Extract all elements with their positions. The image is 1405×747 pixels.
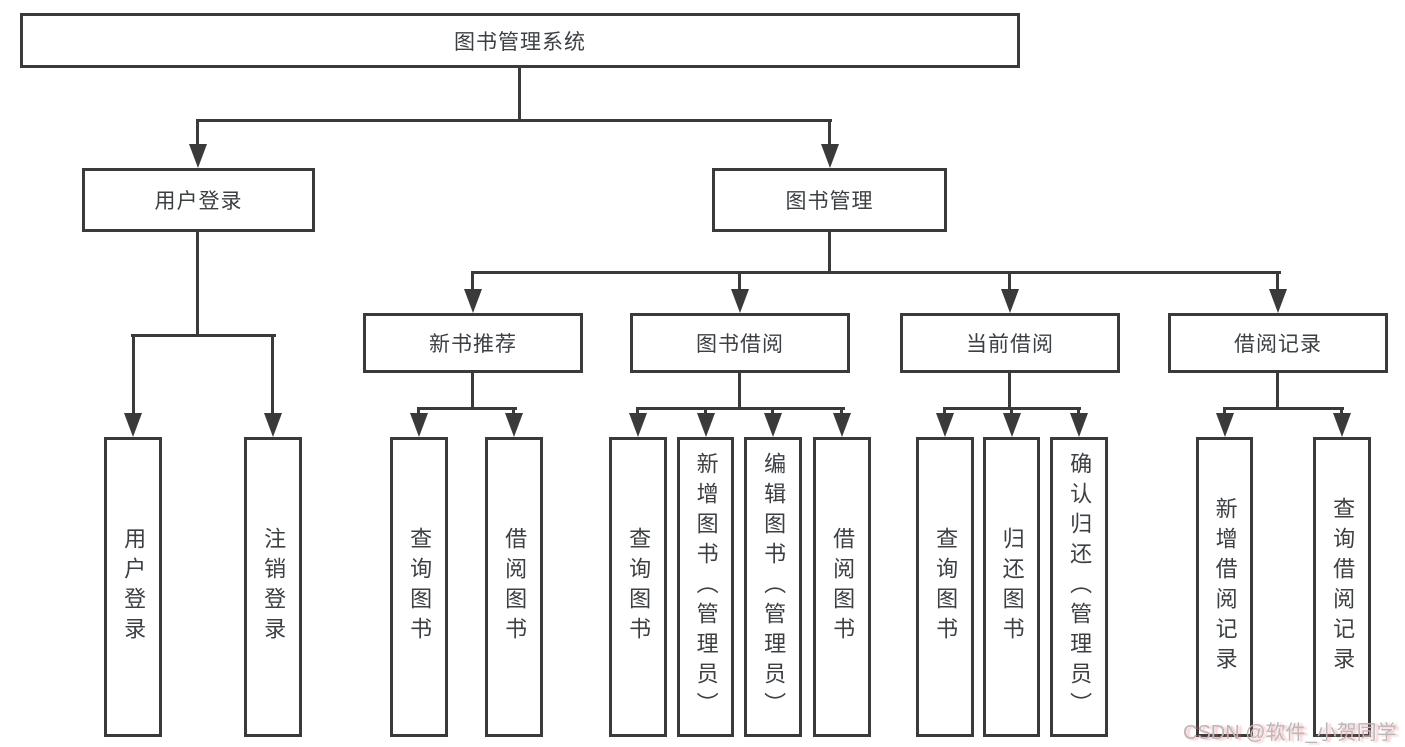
- node-label: 新增借阅记录: [1212, 497, 1238, 677]
- arrow-down-icon: [821, 144, 839, 168]
- arrow-down-icon: [764, 413, 782, 437]
- node-label: 归还图书: [999, 527, 1025, 647]
- connector-line: [132, 334, 135, 416]
- leaf-query-book-current: 查询图书: [916, 437, 974, 737]
- connector-line: [417, 407, 420, 415]
- connector-line: [771, 407, 774, 415]
- connector-line: [1340, 407, 1343, 415]
- connector-line: [1276, 271, 1279, 291]
- node-label: 借阅图书: [830, 527, 856, 647]
- node-label: 用户登录: [121, 527, 147, 647]
- connector-line: [943, 407, 946, 415]
- leaf-query-book-recommend: 查询图书: [390, 437, 448, 737]
- node-label: 注销登录: [261, 527, 287, 647]
- node-label: 用户登录: [154, 190, 243, 213]
- arrow-down-icon: [410, 413, 428, 437]
- node-label: 图书管理: [785, 190, 874, 213]
- node-new-book-recommend: 新书推荐: [363, 313, 583, 373]
- watermark: CSDN @软件_小贺同学: [1183, 722, 1397, 744]
- node-label: 当前借阅: [966, 333, 1054, 356]
- connector-line: [1008, 271, 1011, 291]
- connector-line: [1010, 407, 1013, 415]
- connector-line: [518, 68, 521, 122]
- arrow-down-icon: [731, 289, 749, 313]
- node-label: 查询图书: [626, 527, 652, 647]
- leaf-add-book-admin: 新增图书（管理员）: [677, 437, 734, 737]
- node-label: 借阅图书: [502, 527, 528, 647]
- connector-line: [840, 407, 843, 415]
- arrow-down-icon: [124, 413, 142, 437]
- connector-line: [471, 271, 1281, 274]
- arrow-down-icon: [1070, 413, 1088, 437]
- leaf-return-book: 归还图书: [983, 437, 1040, 737]
- node-borrow-record: 借阅记录: [1168, 313, 1388, 373]
- arrow-down-icon: [189, 144, 207, 168]
- node-label: 查询借阅记录: [1330, 497, 1356, 677]
- node-label: 查询图书: [933, 527, 959, 647]
- arrow-down-icon: [1003, 413, 1021, 437]
- node-book-management-system: 图书管理系统: [20, 13, 1020, 68]
- arrow-down-icon: [936, 413, 954, 437]
- node-label: 借阅记录: [1234, 333, 1322, 356]
- connector-line: [828, 119, 831, 147]
- node-label: 图书借阅: [696, 333, 784, 356]
- connector-line: [1223, 407, 1344, 410]
- connector-line: [738, 271, 741, 291]
- leaf-add-borrow-record: 新增借阅记录: [1196, 437, 1253, 737]
- connector-line: [417, 407, 517, 410]
- connector-line: [131, 334, 276, 337]
- connector-line: [512, 407, 515, 415]
- node-label: 确认归还（管理员）: [1067, 452, 1093, 722]
- connector-line: [1276, 373, 1279, 410]
- connector-line: [1008, 373, 1011, 410]
- leaf-edit-book-admin: 编辑图书（管理员）: [744, 437, 802, 737]
- connector-line: [196, 232, 199, 337]
- leaf-logout: 注销登录: [244, 437, 302, 737]
- leaf-query-borrow-record: 查询借阅记录: [1313, 437, 1371, 737]
- connector-line: [1077, 407, 1080, 415]
- arrow-down-icon: [264, 413, 282, 437]
- connector-line: [636, 407, 845, 410]
- node-book-management: 图书管理: [712, 168, 947, 232]
- node-label: 查询图书: [407, 527, 433, 647]
- arrow-down-icon: [1216, 413, 1234, 437]
- connector-line: [471, 373, 474, 410]
- leaf-borrow-book: 借阅图书: [813, 437, 871, 737]
- arrow-down-icon: [1001, 289, 1019, 313]
- node-label: 图书管理系统: [454, 30, 586, 54]
- connector-line: [636, 407, 639, 415]
- node-current-borrow: 当前借阅: [900, 313, 1120, 373]
- connector-line: [471, 271, 474, 291]
- connector-line: [196, 119, 832, 122]
- connector-line: [271, 334, 274, 416]
- node-book-borrow: 图书借阅: [630, 313, 850, 373]
- arrow-down-icon: [464, 289, 482, 313]
- connector-line: [196, 119, 199, 147]
- node-label: 编辑图书（管理员）: [761, 452, 787, 722]
- arrow-down-icon: [505, 413, 523, 437]
- leaf-confirm-return-admin: 确认归还（管理员）: [1050, 437, 1108, 737]
- leaf-user-login: 用户登录: [104, 437, 162, 737]
- connector-line: [1223, 407, 1226, 415]
- node-label: 新增图书（管理员）: [693, 452, 719, 722]
- connector-line: [828, 232, 831, 274]
- arrow-down-icon: [833, 413, 851, 437]
- node-user-login: 用户登录: [82, 168, 315, 232]
- connector-line: [738, 373, 741, 410]
- leaf-borrow-book-recommend: 借阅图书: [485, 437, 543, 737]
- node-label: 新书推荐: [429, 333, 517, 356]
- arrow-down-icon: [629, 413, 647, 437]
- leaf-query-book-borrow: 查询图书: [609, 437, 667, 737]
- arrow-down-icon: [1333, 413, 1351, 437]
- connector-line: [704, 407, 707, 415]
- arrow-down-icon: [1269, 289, 1287, 313]
- arrow-down-icon: [697, 413, 715, 437]
